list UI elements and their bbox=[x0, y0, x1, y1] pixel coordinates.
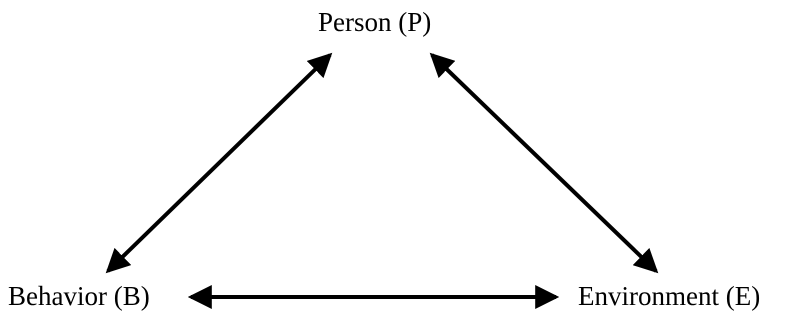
arrow-behavior-person bbox=[105, 52, 333, 274]
environment-node-label: Environment (E) bbox=[578, 281, 761, 311]
arrow-person-environment bbox=[429, 52, 659, 274]
behavior-node-label: Behavior (B) bbox=[8, 281, 150, 311]
person-node-label: Person (P) bbox=[318, 7, 432, 37]
